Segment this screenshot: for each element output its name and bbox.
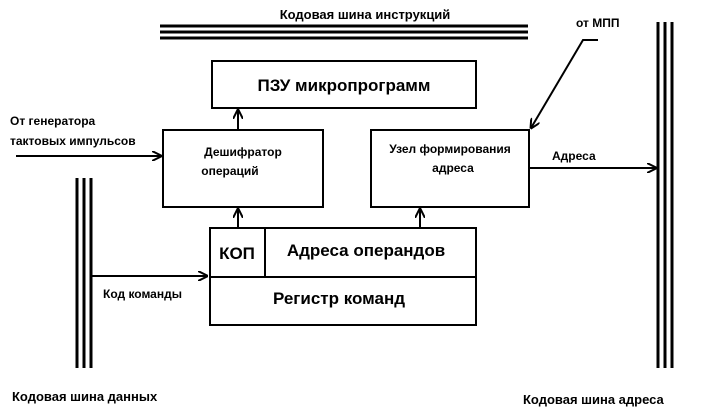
instruction-bus [160,24,528,40]
opcode-label: КОП [219,244,255,263]
address-unit-block [370,129,530,208]
from-mpp-label: от МПП [576,16,620,30]
rom-block [211,60,477,109]
operand-addresses-label: Адреса операндов [287,241,445,260]
address-unit-label-line2: адреса [432,161,474,175]
address-bus [656,22,674,368]
address-unit-label-line1: Узел формирования [389,142,511,156]
decoder-label-line1: Дешифратор [204,145,282,159]
data-bus [75,178,93,368]
instruction-register [209,227,477,326]
from-mpp-arrow [531,39,598,128]
address-out-label: Адреса [552,149,596,163]
decoder-label-line2: операций [201,164,258,178]
clock-label-line2: тактовых импульсов [10,134,136,148]
data-bus-label: Кодовая шина данных [12,389,158,404]
decoder-block [162,129,324,208]
address-bus-label: Кодовая шина адреса [523,392,665,407]
clock-label-line1: От генератора [10,114,96,128]
instruction-register-label: Регистр команд [273,289,405,308]
instruction-code-label: Код команды [103,287,182,301]
instruction-bus-label: Кодовая шина инструкций [280,7,451,22]
rom-label: ПЗУ микропрограмм [258,76,431,95]
